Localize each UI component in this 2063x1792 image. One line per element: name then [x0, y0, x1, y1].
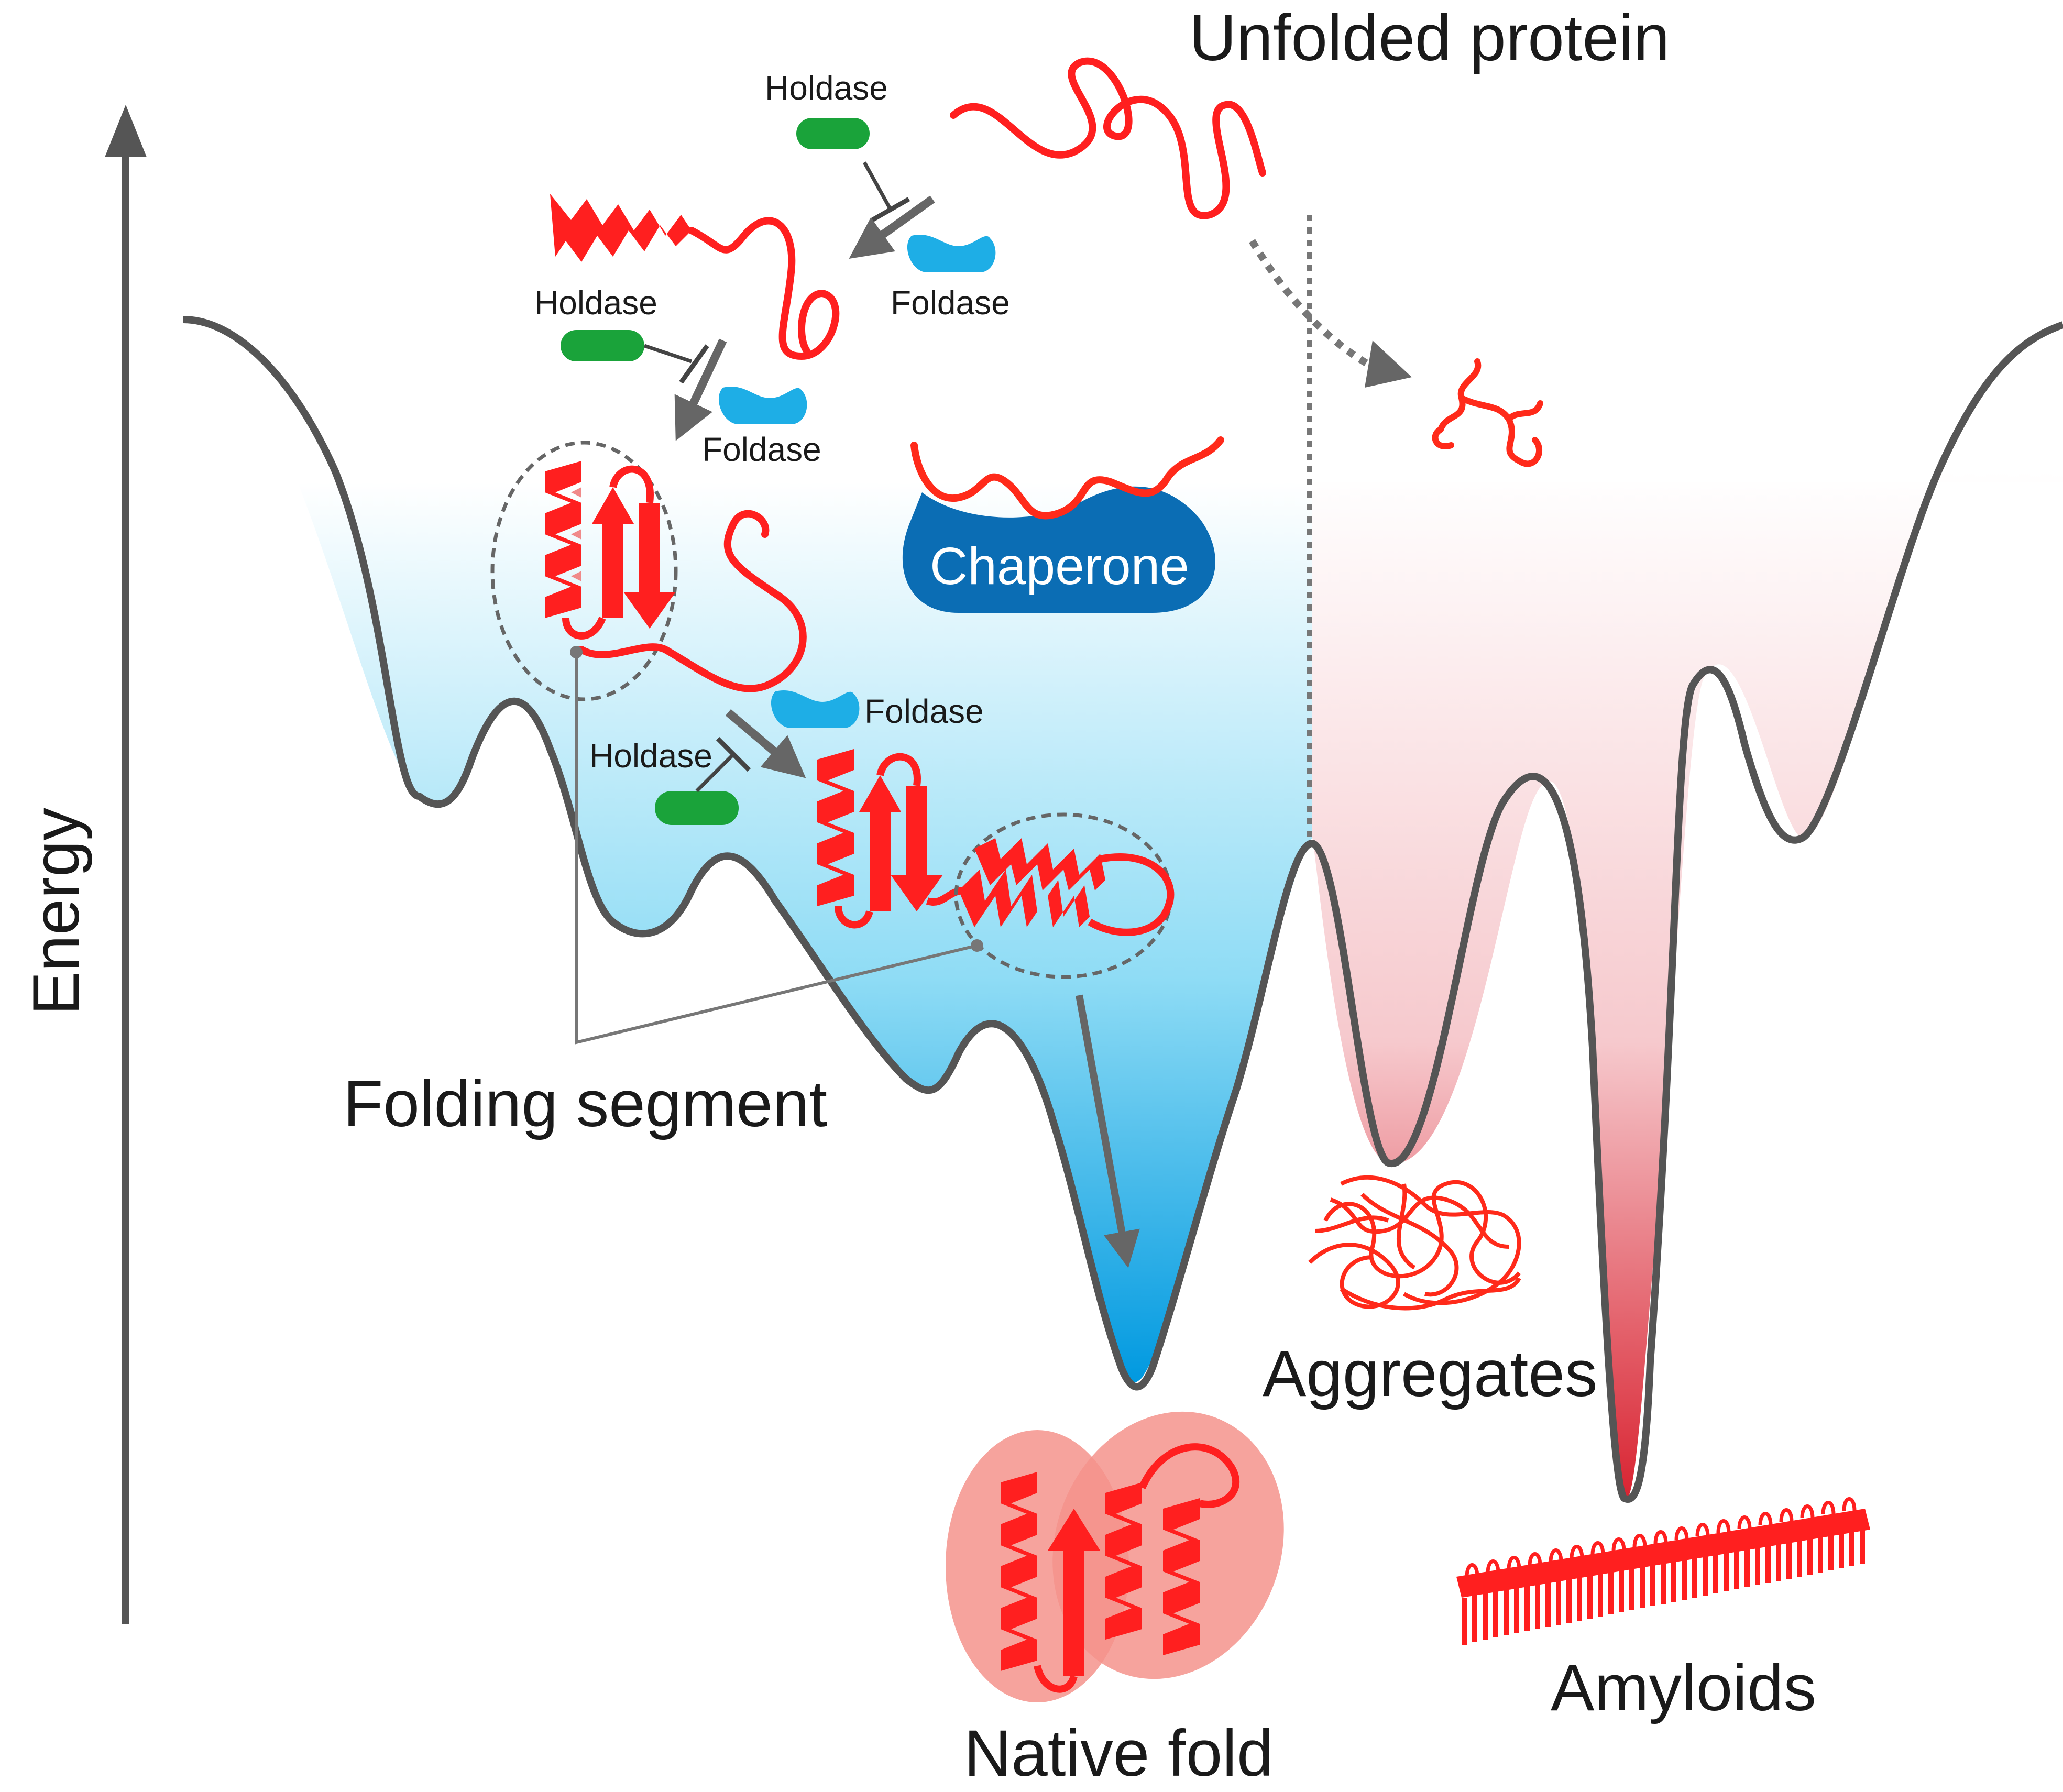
amyloid-fibril-loops [1465, 1497, 1857, 1577]
chaperone-bound-chain [910, 436, 1224, 520]
amyloid-fibril [1456, 1509, 1870, 1645]
chaperone-label: Chaperone [930, 537, 1189, 596]
aggregates-label: Aggregates [1263, 1337, 1597, 1410]
holdase-label-1: Holdase [765, 69, 888, 107]
inhibition-line-2 [643, 344, 693, 364]
folding-segment-leader [575, 652, 978, 1045]
foldase-label-1: Foldase [891, 284, 1010, 322]
energy-landscape-curve [183, 316, 2063, 1503]
misfolded-protein-small [1432, 358, 1543, 467]
folding-intermediate-1 [545, 461, 676, 640]
chaperone-body [902, 486, 1215, 613]
misfold-well-fill [1312, 335, 2063, 1499]
folding-segment-label: Folding segment [343, 1068, 827, 1140]
foldase-capsule-3 [771, 690, 860, 728]
helix-segment-top [550, 194, 692, 262]
native-fold-arrow [1076, 994, 1140, 1268]
foldase-capsule-2 [718, 386, 807, 424]
folding-arrow-3 [725, 709, 806, 778]
holdase-label-2: Holdase [534, 284, 657, 322]
inhibition-bar-2 [679, 344, 709, 384]
aggregates-tangle [1308, 1175, 1521, 1311]
folding-intermediate-2 [817, 749, 964, 929]
partially-folded-chain-top [688, 217, 840, 360]
energy-axis-arrowhead [105, 105, 147, 157]
misfold-pathway-arrow [1248, 239, 1375, 370]
inhibition-bar-3 [716, 736, 751, 772]
inhibition-bar-1 [871, 197, 910, 222]
misfold-arrowhead [1365, 340, 1412, 388]
holdase-capsule-2 [561, 330, 644, 361]
native-well-fill [183, 471, 1312, 1383]
amyloids-label: Amyloids [1551, 1652, 1816, 1724]
holdase-capsule-1 [796, 118, 870, 149]
foldase-capsule-1 [907, 234, 996, 272]
holdase-capsule-3 [655, 791, 739, 825]
inhibition-line-1 [862, 161, 893, 211]
unfolded-protein-chain [950, 57, 1266, 219]
partially-folded-chain-middle [578, 510, 807, 692]
folding-segment-circle-1 [490, 441, 678, 701]
energy-axis-label: Energy [20, 807, 93, 1015]
helix-segment-2 [959, 838, 1175, 936]
folding-arrow-1 [849, 195, 935, 259]
native-fold-label: Native fold [964, 1717, 1274, 1790]
native-fold-blob-right [1052, 1411, 1284, 1679]
inhibition-line-3 [695, 753, 735, 793]
folding-arrow-2 [674, 338, 727, 441]
foldase-label-2: Foldase [702, 431, 821, 468]
holdase-label-3: Holdase [589, 737, 712, 775]
unfolded-protein-label: Unfolded protein [1189, 2, 1670, 74]
foldase-label-3: Foldase [864, 692, 984, 730]
native-fold-structure [1001, 1443, 1240, 1693]
